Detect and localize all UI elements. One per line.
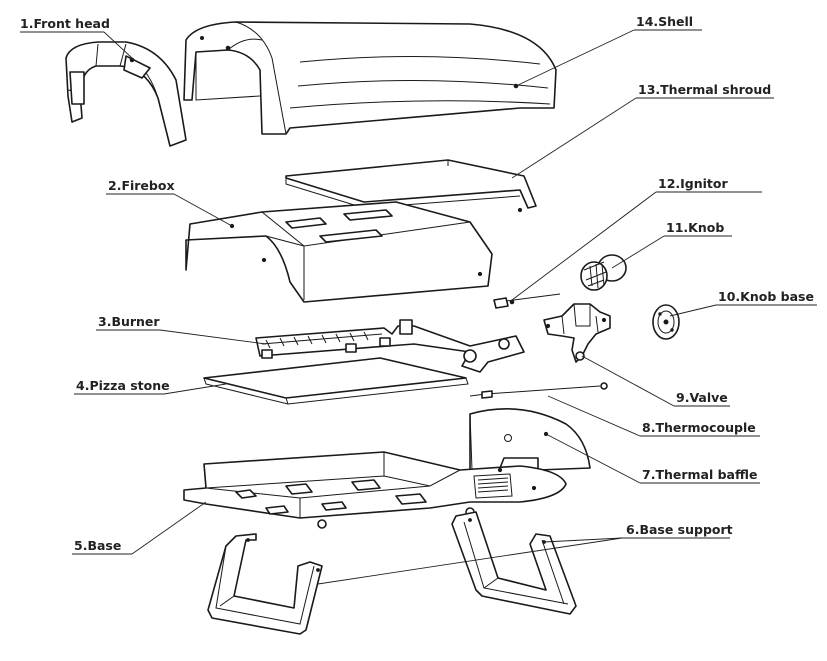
- burner-drawing: [255, 319, 525, 373]
- label-firebox: 2.Firebox: [108, 178, 175, 193]
- knob-base-drawing: [652, 304, 680, 340]
- label-thermal-baffle: 7.Thermal baffle: [642, 467, 757, 482]
- label-thermal-shroud: 13.Thermal shroud: [638, 82, 771, 97]
- base-support-left-drawing: [207, 533, 323, 635]
- base-support-right-drawing: [451, 511, 577, 615]
- label-burner: 3.Burner: [98, 314, 160, 329]
- label-ignitor: 12.Ignitor: [658, 176, 728, 191]
- label-knob: 11.Knob: [666, 220, 724, 235]
- label-base: 5.Base: [74, 538, 121, 553]
- thermal-shroud-drawing: [285, 159, 537, 213]
- front-head-drawing: [65, 41, 187, 147]
- pizza-stone-drawing: [203, 357, 469, 405]
- knob-drawing: [580, 254, 627, 291]
- thermocouple-drawing: [469, 382, 608, 399]
- label-knob-base: 10.Knob base: [718, 289, 814, 304]
- valve-drawing: [543, 303, 611, 363]
- label-valve: 9.Valve: [676, 390, 728, 405]
- label-pizza-stone: 4.Pizza stone: [76, 378, 170, 393]
- thermal-baffle-drawing: [469, 408, 591, 471]
- label-base-support: 6.Base support: [626, 522, 733, 537]
- ignitor-drawing: [493, 293, 561, 309]
- callout-labels: 1.Front head 2.Firebox 3.Burner 4.Pizza …: [20, 14, 814, 553]
- shell-drawing: [183, 21, 557, 135]
- label-front-head: 1.Front head: [20, 16, 110, 31]
- firebox-drawing: [185, 201, 493, 303]
- label-shell: 14.Shell: [636, 14, 693, 29]
- label-thermocouple: 8.Thermocouple: [642, 420, 756, 435]
- leader-lines: [20, 29, 817, 585]
- base-drawing: [183, 451, 567, 529]
